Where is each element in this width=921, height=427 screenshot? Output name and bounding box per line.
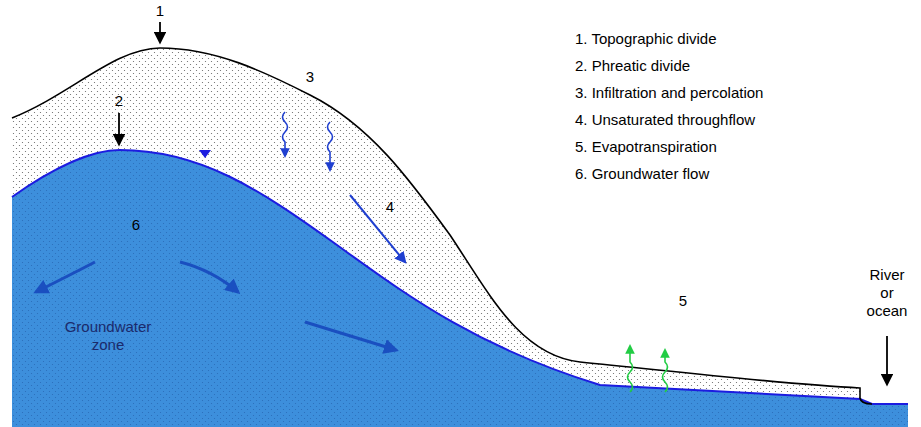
unsaturated-zone (12, 48, 908, 427)
zone-label: Groundwater zone (58, 318, 158, 354)
river-label: River or ocean (863, 266, 911, 320)
callout-number: 5 (679, 292, 687, 310)
groundwater-zone (12, 150, 908, 427)
legend-item: 3. Infiltration and percolation (575, 84, 763, 102)
legend-item: 1. Topographic divide (575, 30, 717, 48)
callout-number: 6 (132, 216, 140, 234)
divide-arrow (118, 113, 120, 144)
callout-number: 4 (386, 198, 394, 216)
throughflow-arrow (350, 195, 405, 262)
legend-item: 4. Unsaturated throughflow (575, 111, 755, 129)
infiltration-arrow (328, 122, 333, 170)
evapotranspiration-arrow (663, 350, 668, 392)
groundwater-flow-arrow (180, 262, 238, 292)
water-table (12, 150, 908, 404)
legend-item: 2. Phreatic divide (575, 57, 690, 75)
callout-number: 1 (156, 2, 164, 20)
infiltration-arrow (283, 112, 288, 156)
river-arrow (886, 336, 888, 384)
evapotranspiration-arrow (628, 346, 633, 392)
legend-item: 5. Evapotranspiration (575, 138, 717, 156)
ground-surface (12, 48, 872, 404)
callout-number: 2 (115, 92, 123, 110)
legend-item: 6. Groundwater flow (575, 165, 709, 183)
groundwater-flow-arrow (36, 262, 95, 292)
groundwater-flow-arrow (305, 322, 396, 350)
divide-arrow (159, 22, 161, 42)
water-table-symbol (199, 150, 211, 158)
callout-number: 3 (306, 68, 314, 86)
